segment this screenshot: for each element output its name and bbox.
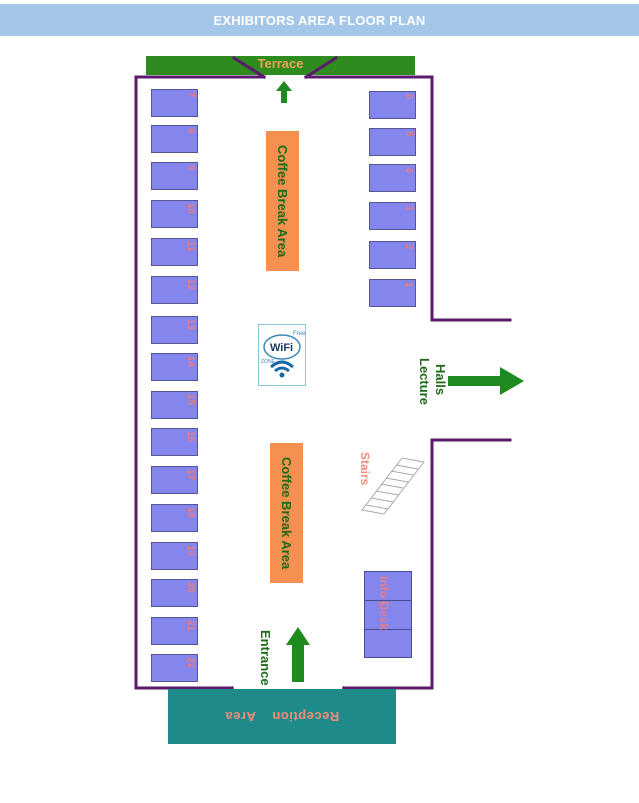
booth-number: 5 [403, 131, 414, 137]
coffee-break-area-lower: Coffee Break Area [270, 443, 303, 583]
booth-number: 11 [185, 241, 196, 252]
booth-14: 14 [151, 353, 198, 381]
wifi-icon [263, 334, 301, 378]
booth-12: 12 [151, 276, 198, 304]
booth-number: 16 [185, 431, 196, 443]
booth-21: 21 [151, 617, 198, 645]
booth-number: 10 [185, 203, 196, 215]
booth-1: 1 [369, 279, 416, 307]
left-wall [134, 75, 266, 690]
booth-10: 10 [151, 200, 198, 228]
booth-number: 12 [185, 279, 196, 291]
reception-label: Reception Area [224, 709, 340, 724]
booth-number: 6 [403, 94, 414, 100]
terrace-arrow [276, 81, 292, 103]
booth-5: 5 [369, 128, 416, 156]
booth-number: 1 [403, 282, 414, 288]
booth-18: 18 [151, 504, 198, 532]
info-desk-label: Info Desk [377, 576, 391, 631]
floor-plan-title: EXHIBITORS AREA FLOOR PLAN [0, 4, 639, 36]
booth-number: 22 [185, 657, 196, 669]
booth-number: 19 [185, 545, 196, 557]
info-desk-divider-1 [365, 600, 411, 601]
wifi-free-label: Free [293, 331, 306, 337]
booth-7: 7 [151, 89, 198, 117]
booth-19: 19 [151, 542, 198, 570]
info-desk: Info Desk [364, 571, 412, 658]
booth-11: 11 [151, 238, 198, 266]
stairs-label: Stairs [358, 452, 372, 486]
booth-number: 21 [185, 620, 196, 632]
booth-6: 6 [369, 91, 416, 119]
booth-number: 3 [403, 205, 414, 211]
booth-2: 2 [369, 241, 416, 269]
booth-number: 17 [185, 469, 196, 481]
lecture-halls-label-line2: Halls [433, 364, 448, 396]
booth-number: 13 [185, 319, 196, 331]
booth-9: 9 [151, 162, 198, 190]
terrace-label: Terrace [257, 56, 304, 71]
booth-17: 17 [151, 466, 198, 494]
booth-number: 2 [403, 244, 414, 250]
booth-number: 18 [185, 507, 196, 519]
terrace-door-right [303, 55, 339, 80]
coffee-break-area-upper: Coffee Break Area [266, 131, 299, 271]
booth-13: 13 [151, 316, 198, 344]
booth-20: 20 [151, 579, 198, 607]
booth-3: 3 [369, 202, 416, 230]
booth-number: 7 [185, 92, 196, 98]
reception-area: Reception Area [168, 689, 396, 744]
booth-4: 4 [369, 164, 416, 192]
booth-number: 20 [185, 582, 196, 594]
wifi-zone-label: ZONE [261, 359, 275, 365]
wifi-zone-sign: WiFi Free ZONE [258, 324, 306, 386]
lecture-halls-arrow [448, 367, 524, 395]
info-desk-divider-2 [365, 629, 411, 630]
booth-22: 22 [151, 654, 198, 682]
booth-number: 4 [403, 167, 414, 173]
right-lower-wall [342, 438, 512, 690]
wifi-label: WiFi [270, 342, 294, 354]
coffee-break-label-lower: Coffee Break Area [279, 456, 294, 570]
booth-number: 14 [185, 356, 196, 368]
terrace-area: Terrace [146, 56, 415, 75]
right-upper-wall [304, 75, 512, 322]
booth-16: 16 [151, 428, 198, 456]
booth-number: 15 [185, 394, 196, 406]
coffee-break-label-upper: Coffee Break Area [275, 144, 290, 258]
entrance-label: Entrance [258, 630, 273, 686]
booth-number: 9 [185, 165, 196, 171]
terrace-door-left [231, 55, 267, 80]
booth-8: 8 [151, 125, 198, 153]
booth-15: 15 [151, 391, 198, 419]
entrance-arrow [286, 627, 310, 682]
booth-number: 8 [185, 128, 196, 134]
lecture-halls-label-line1: Lecture [417, 358, 432, 405]
